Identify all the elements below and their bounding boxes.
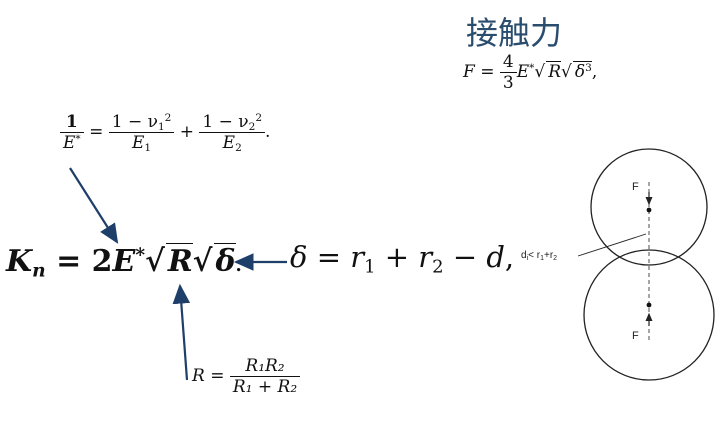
fraction-numerator: 1 − ν22 (199, 112, 265, 132)
distance-symbol: d (486, 240, 505, 274)
equals-sign: = (89, 122, 104, 142)
stiffness-symbol: K (6, 244, 33, 279)
one-minus-nu: 1 − ν (202, 112, 249, 132)
star-superscript: * (75, 133, 81, 146)
one-minus-nu: 1 − ν (111, 112, 158, 132)
equals-sign: = (56, 244, 82, 279)
fraction-denominator: 3 (499, 72, 517, 93)
distance-condition-label: di< r1+r2 (521, 250, 557, 262)
radius-symbol: r (418, 240, 433, 274)
effective-modulus-symbol: E (516, 62, 530, 82)
sqrt-delta: δ (213, 243, 236, 279)
subscript: 1 (157, 121, 165, 134)
subscript: 2 (432, 256, 444, 278)
radical-sign: √ (534, 62, 546, 82)
label-d: d (521, 250, 527, 261)
poisson-fraction-1: 1 − ν12 E1 (108, 112, 175, 155)
force-label-top: F (632, 181, 639, 193)
equals-sign: = (210, 366, 225, 386)
radius-fraction: R₁R₂ R₁ + R₂ (229, 356, 301, 397)
radical-sign: √ (561, 62, 572, 82)
subscript: 1 (144, 142, 152, 155)
overlap-equation: δ = r1 + r2 − d, (290, 240, 515, 278)
equals-sign: = (316, 240, 341, 274)
fraction-denominator: E2 (199, 132, 266, 155)
force-equation: F = 4 3 E*√R√δ3, (463, 52, 597, 93)
estar-pointer-arrow (69, 167, 119, 244)
subscript: 2 (235, 142, 242, 155)
minus-sign: − (452, 240, 478, 274)
modulus-symbol: E (131, 133, 145, 153)
delta-symbol: δ (290, 240, 308, 274)
coefficient: 2 (91, 244, 113, 279)
inverse-estar-fraction: 1 E* (60, 112, 84, 153)
equals-sign: = (480, 62, 495, 82)
effective-modulus-equation: 1 E* = 1 − ν12 E1 + 1 − ν22 E2 . (60, 112, 270, 153)
exponent: 3 (585, 62, 592, 75)
force-label-bottom: F (632, 330, 639, 342)
sqrt-delta-cubed: δ3 (572, 61, 592, 82)
lower-center-dot (646, 302, 652, 308)
modulus-symbol: E (63, 133, 76, 153)
fraction-numerator: 1 (65, 112, 78, 132)
radius-symbol: R (548, 62, 562, 82)
fraction-denominator: E* (60, 132, 84, 153)
fraction-denominator: E1 (108, 132, 175, 155)
lower-sphere (583, 249, 715, 381)
subscript: 2 (248, 121, 256, 134)
distance-leader-line (577, 233, 647, 257)
label-r2-subscript: 2 (553, 255, 557, 262)
equivalent-radius-equation: R = R₁R₂ R₁ + R₂ (192, 356, 301, 397)
page-title: 接触力 (466, 14, 563, 52)
fraction-numerator: 4 (502, 52, 514, 72)
label-less-than-r: < r (528, 250, 541, 261)
sqrt-r: R (546, 61, 562, 82)
modulus-symbol: E (222, 133, 236, 153)
fraction-numerator: 1 − ν12 (109, 112, 175, 132)
radical-sign: √ (192, 244, 213, 279)
radical-sign: √ (145, 244, 165, 279)
radius-symbol: R (167, 244, 193, 279)
force-symbol: F (463, 62, 475, 82)
normal-stiffness-equation: Kn = 2E*√R√δ. (6, 243, 242, 282)
label-plus-r: +r (544, 250, 554, 261)
comma: , (504, 240, 515, 274)
plus-sign: + (384, 240, 410, 274)
poisson-fraction-2: 1 − ν22 E2 (199, 112, 266, 155)
exponent: 2 (255, 112, 263, 125)
comma: , (591, 62, 598, 82)
delta-symbol: δ (574, 62, 586, 82)
plus-sign: + (179, 122, 195, 142)
sqrt-r: R (165, 243, 193, 279)
radius-symbol: R (192, 366, 205, 386)
star-superscript: * (135, 244, 146, 266)
four-thirds-fraction: 4 3 (499, 52, 517, 93)
exponent: 2 (164, 112, 172, 125)
label-r1-subscript: 1 (540, 255, 544, 262)
upper-sphere (590, 148, 708, 266)
upper-center-dot (646, 207, 652, 213)
fraction-denominator: R₁ + R₂ (229, 376, 301, 397)
label-d-subscript: i (527, 255, 529, 262)
delta-symbol: δ (215, 244, 236, 279)
subscript: 1 (364, 256, 376, 278)
period: . (265, 122, 271, 142)
radius-symbol: r (350, 240, 365, 274)
radius-pointer-arrow (172, 283, 191, 381)
modulus-symbol: E (112, 244, 136, 279)
star-superscript: * (529, 62, 535, 75)
fraction-numerator: R₁R₂ (245, 356, 285, 376)
subscript: n (32, 260, 46, 282)
